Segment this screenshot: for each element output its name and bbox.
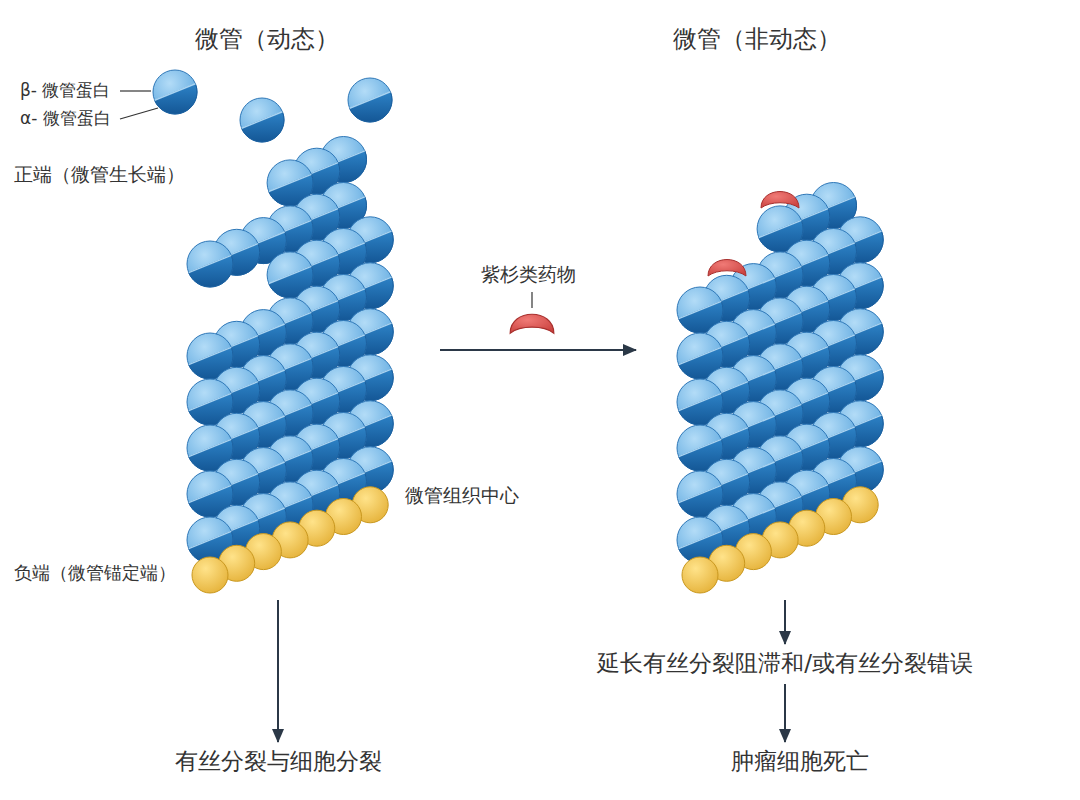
outcome-text-box: 有丝分裂与细胞分裂 <box>167 744 390 780</box>
dimer-divider <box>679 393 722 410</box>
tubulin-dimer <box>187 241 233 287</box>
dimer-divider <box>189 393 232 410</box>
flow-arrow <box>277 600 279 742</box>
mtoc-sphere <box>192 557 228 593</box>
alpha-tubulin <box>155 84 197 114</box>
microtubule-panel: 微管（动态） <box>180 20 440 598</box>
outcome-text: 肿瘤细胞死亡 <box>731 747 869 777</box>
alpha-tubulin <box>350 92 392 122</box>
dimer-divider <box>189 531 232 548</box>
taxane-drug <box>510 314 554 333</box>
dynamic-microtubule <box>153 70 393 593</box>
outcome-text: 延长有丝分裂阻滞和/或有丝分裂错误 <box>597 649 973 679</box>
stabilized-microtubule <box>677 183 883 594</box>
part-label: 微管组织中心 <box>405 484 519 508</box>
taxane-drug <box>761 192 799 209</box>
dimer-divider <box>679 347 722 364</box>
part-label: α- 微管蛋白 <box>20 108 111 129</box>
end-label: 正端（微管生长端） <box>14 163 185 187</box>
leader-line <box>531 292 532 308</box>
dimer-divider <box>189 439 232 456</box>
dimer-divider <box>679 301 722 318</box>
taxane-drug <box>510 314 554 333</box>
outcome-text-box: 延长有丝分裂阻滞和/或有丝分裂错误 <box>589 646 981 682</box>
dimer-divider <box>759 220 802 237</box>
taxane-drug <box>708 260 746 277</box>
dimer-divider <box>189 485 232 502</box>
tubulin-dimer <box>348 78 392 122</box>
dimer-divider <box>269 174 312 191</box>
dimer-divider <box>679 485 722 502</box>
beta-tubulin <box>153 70 197 114</box>
tubulin-dimer <box>240 98 284 142</box>
dimer-divider <box>679 439 722 456</box>
tubulin-dimer <box>153 70 197 114</box>
dimer-divider <box>679 531 722 548</box>
end-label: 负端（微管锚定端） <box>14 562 176 585</box>
alpha-tubulin <box>242 112 284 142</box>
leader-line <box>120 90 151 91</box>
dimer-divider <box>189 347 232 364</box>
part-label: β- 微管蛋白 <box>20 80 110 101</box>
panel-heading: 微管（动态） <box>195 24 339 55</box>
outcome-text-box: 肿瘤细胞死亡 <box>723 744 877 780</box>
flow-arrow <box>440 349 636 351</box>
outcome-text: 有丝分裂与细胞分裂 <box>175 747 382 777</box>
flow-arrow <box>784 600 786 644</box>
flow-arrow <box>784 684 786 742</box>
alpha-tubulin <box>189 255 233 287</box>
mtoc-sphere <box>682 557 718 593</box>
leader-line <box>120 108 158 119</box>
beta-tubulin <box>187 241 233 287</box>
dimer-divider <box>269 266 312 283</box>
panel-heading: 微管（非动态） <box>673 24 841 55</box>
beta-tubulin <box>240 98 284 142</box>
beta-tubulin <box>348 78 392 122</box>
edge-label: 紫杉类药物 <box>478 262 579 287</box>
dimer-divider <box>350 92 391 108</box>
microtubule-panel: 微管（非动态） <box>636 20 900 598</box>
dimer-divider <box>155 84 196 100</box>
dimer-divider <box>189 255 232 272</box>
dimer-divider <box>242 112 283 128</box>
